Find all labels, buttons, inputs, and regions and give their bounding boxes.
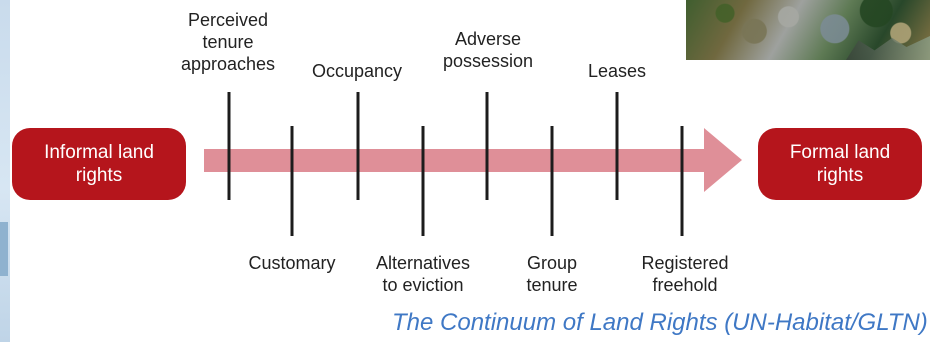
left-decorative-accent [0,222,8,276]
formal-land-rights-label: Formal land rights [789,142,891,186]
formal-land-rights-box [758,128,922,200]
top-label-leases: Leases [587,61,647,81]
bottom-label-alternatives-to-eviction: Alternatives to eviction [375,253,471,295]
diagram-caption: The Continuum of Land Rights (UN-Habitat… [392,309,928,336]
top-label-adverse-possession: Adverse possession [442,29,534,71]
top-label-occupancy: Occupancy [311,61,403,81]
informal-land-rights-label: Informal land rights [44,142,154,186]
top-label-perceived-tenure: Perceived tenure approaches [180,10,276,74]
continuum-arrow [204,128,742,192]
landscape-photo [686,0,930,60]
bottom-label-registered-freehold: Registered freehold [641,253,729,295]
left-decorative-strip [0,0,10,342]
informal-land-rights-box [12,128,186,200]
bottom-label-customary: Customary [248,253,336,273]
bottom-label-group-tenure: Group tenure [526,253,578,295]
